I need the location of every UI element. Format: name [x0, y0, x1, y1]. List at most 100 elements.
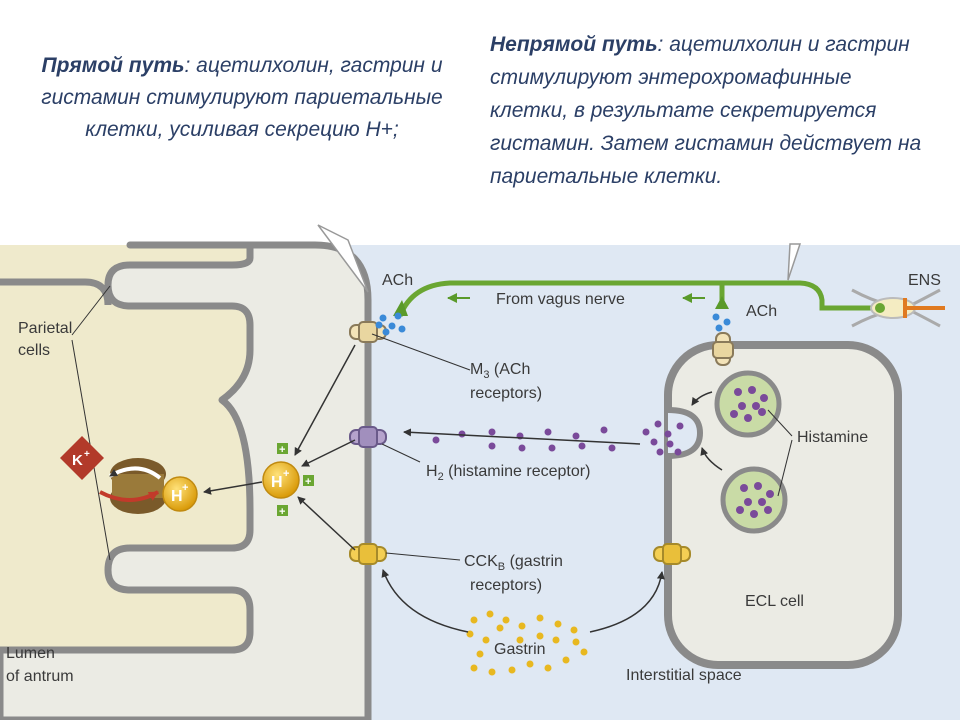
gastrin-dot: [572, 638, 580, 646]
ach-molecules: [375, 312, 731, 336]
histamine-dot: [656, 448, 664, 456]
label-ach-right: ACh: [746, 303, 777, 320]
gastrin-dot: [562, 656, 570, 664]
m3-receptor-ecl: [712, 332, 734, 366]
callout-pointer-direct: [317, 224, 369, 293]
gastrin-dot: [502, 616, 510, 624]
k-ion-charge: +: [84, 449, 90, 460]
ecl-exocytosis-pocket: [667, 407, 704, 459]
histamine-flow-arrow: [403, 428, 641, 445]
histamine-vesicle-top-dots: [730, 386, 768, 422]
proton-pump: [110, 458, 166, 514]
histamine-dot: [488, 428, 496, 436]
h-ion-cell: H +: [262, 461, 300, 499]
histamine-dot: [674, 448, 682, 456]
histamine-dot: [544, 428, 552, 436]
histamine-vesicle-top: [714, 370, 782, 438]
indirect-pathway-title: Непрямой путь: [490, 33, 658, 56]
plus-badge-right: +: [305, 476, 311, 488]
histamine-dot: [738, 402, 746, 410]
label-m3: M3 (ACh: [470, 361, 530, 381]
label-ens: ENS: [908, 272, 941, 289]
label-parietal-1: Parietal: [18, 320, 72, 337]
gastrin-dot: [536, 632, 544, 640]
cckb-receptor-ecl: [653, 543, 691, 565]
label-cck: CCKB (gastrin: [464, 553, 563, 573]
histamine-dot: [764, 506, 772, 514]
pump-arrow-h: [99, 490, 159, 502]
label-ecl: ECL cell: [745, 593, 804, 610]
gastrin-dot: [476, 650, 484, 658]
arrow-ecl-stimulus: [691, 391, 713, 406]
gastrin-dot: [552, 636, 560, 644]
gastrin-dot: [526, 660, 534, 668]
arrow-m3-to-hplus: [294, 344, 356, 456]
histamine-molecules: [432, 420, 684, 456]
label-h2: H2 (histamine receptor): [426, 463, 590, 483]
histamine-dot: [548, 444, 556, 452]
gastrin-dot: [570, 626, 578, 634]
histamine-dot: [750, 510, 758, 518]
histamine-dot: [676, 422, 684, 430]
cckb-receptor-parietal: [349, 543, 387, 565]
h-ion-cell-charge: +: [283, 468, 289, 480]
histamine-dot: [736, 506, 744, 514]
gastrin-dot: [488, 668, 496, 676]
gastrin-dot: [508, 666, 516, 674]
arrow-gastrin-to-ecl: [589, 571, 665, 633]
callout-pointer-indirect: [787, 243, 802, 281]
histamine-dot: [754, 482, 762, 490]
histamine-vesicle-bottom-dots: [736, 482, 774, 518]
histamine-dot: [600, 426, 608, 434]
histamine-dot: [730, 410, 738, 418]
gastrin-dot: [486, 610, 494, 618]
indirect-pathway-body: : ацетилхолин и гастрин стимулируют энте…: [490, 33, 922, 188]
histamine-dot: [744, 414, 752, 422]
label-cck-2: receptors): [470, 577, 542, 594]
histamine-dot: [572, 432, 580, 440]
direct-pathway-title: Прямой путь: [41, 54, 185, 77]
histamine-dot: [578, 442, 586, 450]
m3-receptor: [349, 321, 387, 343]
histamine-dot: [666, 440, 674, 448]
h-ion-lumen-charge: +: [182, 482, 188, 494]
parietal-cell-fold-top: [0, 278, 112, 306]
arrow-h2-to-hplus: [301, 439, 356, 467]
histamine-dot: [766, 490, 774, 498]
nerve-terminal-right: [715, 296, 729, 309]
label-lumen-2: of antrum: [6, 668, 74, 685]
gastrin-dot: [466, 630, 474, 638]
histamine-dot: [654, 420, 662, 428]
ens-ganglion: [851, 288, 945, 328]
histamine-dot: [748, 386, 756, 394]
k-ion: K +: [60, 436, 104, 480]
plus-badge-top: +: [279, 444, 285, 456]
histamine-dot: [432, 436, 440, 444]
histamine-dot: [734, 388, 742, 396]
h-ion-lumen-label: H: [171, 488, 183, 505]
gastrin-dot: [518, 622, 526, 630]
plus-badge-bottom: +: [279, 506, 285, 518]
label-interstitial: Interstitial space: [626, 667, 742, 684]
pump-arrow-k: [109, 466, 162, 480]
gastrin-dot: [544, 664, 552, 672]
histamine-dot: [752, 402, 760, 410]
nerve-terminal-left: [393, 300, 408, 316]
label-vagus: From vagus nerve: [496, 291, 625, 308]
label-m3-2: receptors): [470, 385, 542, 402]
histamine-dot: [664, 430, 672, 438]
gastrin-dot: [470, 616, 478, 624]
k-ion-label: K: [72, 452, 83, 469]
arrow-hplus-to-pump: [203, 481, 263, 495]
histamine-dot: [758, 408, 766, 416]
vagus-nerve: [397, 280, 905, 317]
h2-receptor: [349, 426, 387, 448]
histamine-dot: [758, 498, 766, 506]
gastrin-dot: [470, 664, 478, 672]
gastrin-dot: [554, 620, 562, 628]
h-ion-lumen: H +: [162, 476, 198, 512]
histamine-dot: [608, 444, 616, 452]
histamine-dot: [760, 394, 768, 402]
label-gastrin: Gastrin: [494, 641, 546, 658]
